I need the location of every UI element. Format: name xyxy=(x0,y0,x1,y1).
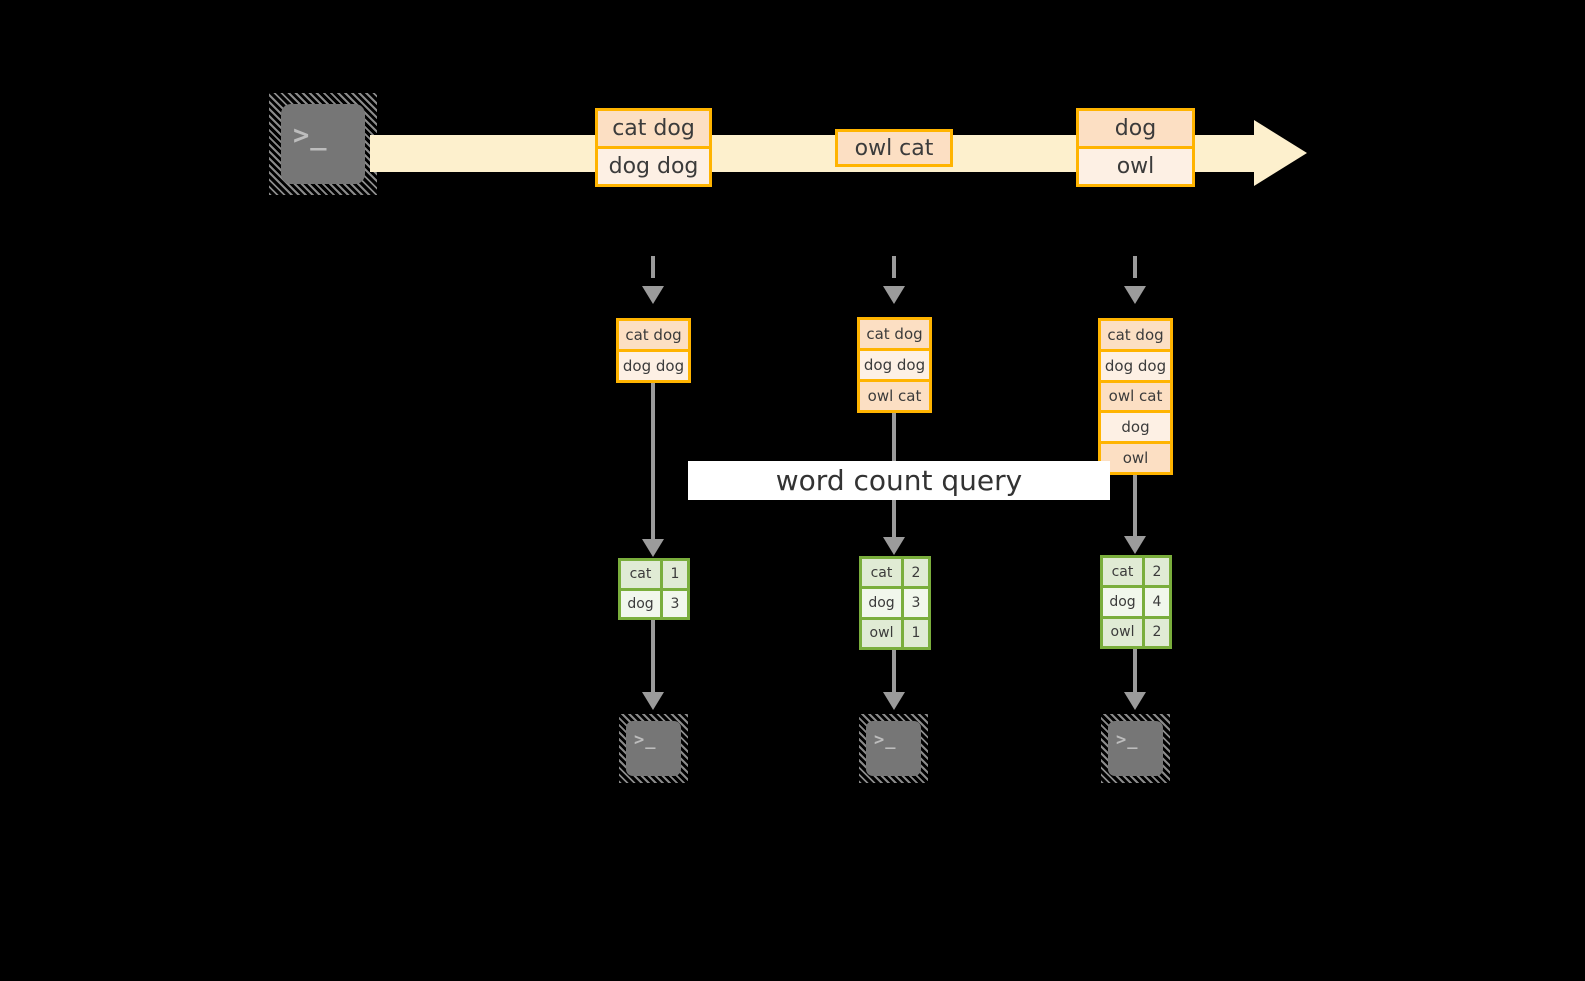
accumulated-record: dog dog xyxy=(619,352,688,380)
accumulated-stack-col3: cat dog dog dog owl cat dog owl xyxy=(1098,318,1173,475)
result-count: 2 xyxy=(1145,558,1169,586)
sink-arrowhead-col2 xyxy=(883,692,905,710)
query-arrowhead-col2 xyxy=(883,537,905,555)
accumulated-record: dog xyxy=(1101,413,1170,445)
query-arrowhead-col3 xyxy=(1124,536,1146,554)
stream-arrow-head xyxy=(1254,120,1307,186)
table-row: dog 3 xyxy=(862,589,928,620)
accumulated-record: dog dog xyxy=(860,351,929,382)
accumulated-record: cat dog xyxy=(860,320,929,351)
result-word: owl xyxy=(1103,618,1145,646)
sink-terminal-icon-col3: >_ xyxy=(1101,714,1170,783)
table-row: dog 3 xyxy=(621,590,687,617)
table-row: owl 1 xyxy=(862,619,928,647)
stream-record: dog xyxy=(1079,111,1192,149)
trigger-arrowhead-col1 xyxy=(642,286,664,304)
terminal-body: >_ xyxy=(866,721,921,776)
sink-line-col3 xyxy=(1133,649,1137,692)
result-count: 2 xyxy=(904,559,928,587)
result-table-col2: cat 2 dog 3 owl 1 xyxy=(859,556,931,650)
table-row: owl 2 xyxy=(1103,618,1169,646)
terminal-body: >_ xyxy=(1108,721,1163,776)
result-word: cat xyxy=(621,561,663,588)
result-count: 1 xyxy=(904,619,928,647)
stream-record: dog dog xyxy=(598,149,709,184)
sink-terminal-icon-col1: >_ xyxy=(619,714,688,783)
accumulated-record: cat dog xyxy=(619,321,688,352)
result-word: owl xyxy=(862,619,904,647)
source-terminal-icon: >_ xyxy=(269,93,377,195)
terminal-prompt-glyph: >_ xyxy=(293,120,328,151)
accumulated-stack-col1: cat dog dog dog xyxy=(616,318,691,383)
sink-arrowhead-col3 xyxy=(1124,692,1146,710)
trigger-dash-col3 xyxy=(1133,256,1137,278)
trigger-dash-col1 xyxy=(651,256,655,278)
result-count: 3 xyxy=(904,589,928,617)
query-line-col3 xyxy=(1133,475,1137,536)
terminal-body: >_ xyxy=(281,104,365,184)
terminal-prompt-glyph: >_ xyxy=(1116,730,1139,750)
result-table-col1: cat 1 dog 3 xyxy=(618,558,690,620)
result-word: dog xyxy=(621,590,663,617)
table-row: cat 2 xyxy=(1103,558,1169,589)
sink-line-col1 xyxy=(651,620,655,692)
result-word: dog xyxy=(862,589,904,617)
terminal-body: >_ xyxy=(626,721,681,776)
table-row: cat 2 xyxy=(862,559,928,590)
result-count: 1 xyxy=(663,561,687,588)
trigger-dash-col2 xyxy=(892,256,896,278)
accumulated-stack-col2: cat dog dog dog owl cat xyxy=(857,317,932,413)
terminal-prompt-glyph: >_ xyxy=(874,730,897,750)
stream-record: owl xyxy=(1079,149,1192,184)
sink-arrowhead-col1 xyxy=(642,692,664,710)
trigger-arrowhead-col3 xyxy=(1124,286,1146,304)
terminal-prompt-glyph: >_ xyxy=(634,730,657,750)
stream-group-2: owl cat xyxy=(835,129,953,167)
query-arrowhead-col1 xyxy=(642,539,664,557)
query-line-col1 xyxy=(651,383,655,539)
result-count: 3 xyxy=(663,590,687,617)
table-row: dog 4 xyxy=(1103,588,1169,619)
result-count: 2 xyxy=(1145,618,1169,646)
result-table-col3: cat 2 dog 4 owl 2 xyxy=(1100,555,1172,649)
stream-record: cat dog xyxy=(598,111,709,149)
result-word: dog xyxy=(1103,588,1145,616)
result-count: 4 xyxy=(1145,588,1169,616)
accumulated-record: owl xyxy=(1101,444,1170,472)
result-word: cat xyxy=(1103,558,1145,586)
word-count-query-banner: word count query xyxy=(688,461,1110,500)
table-row: cat 1 xyxy=(621,561,687,591)
accumulated-record: cat dog xyxy=(1101,321,1170,352)
trigger-arrowhead-col2 xyxy=(883,286,905,304)
sink-terminal-icon-col2: >_ xyxy=(859,714,928,783)
accumulated-record: dog dog xyxy=(1101,351,1170,383)
result-word: cat xyxy=(862,559,904,587)
accumulated-record: owl cat xyxy=(860,382,929,410)
accumulated-record: owl cat xyxy=(1101,382,1170,414)
stream-group-3: dog owl xyxy=(1076,108,1195,187)
stream-group-1: cat dog dog dog xyxy=(595,108,712,187)
sink-line-col2 xyxy=(892,650,896,692)
